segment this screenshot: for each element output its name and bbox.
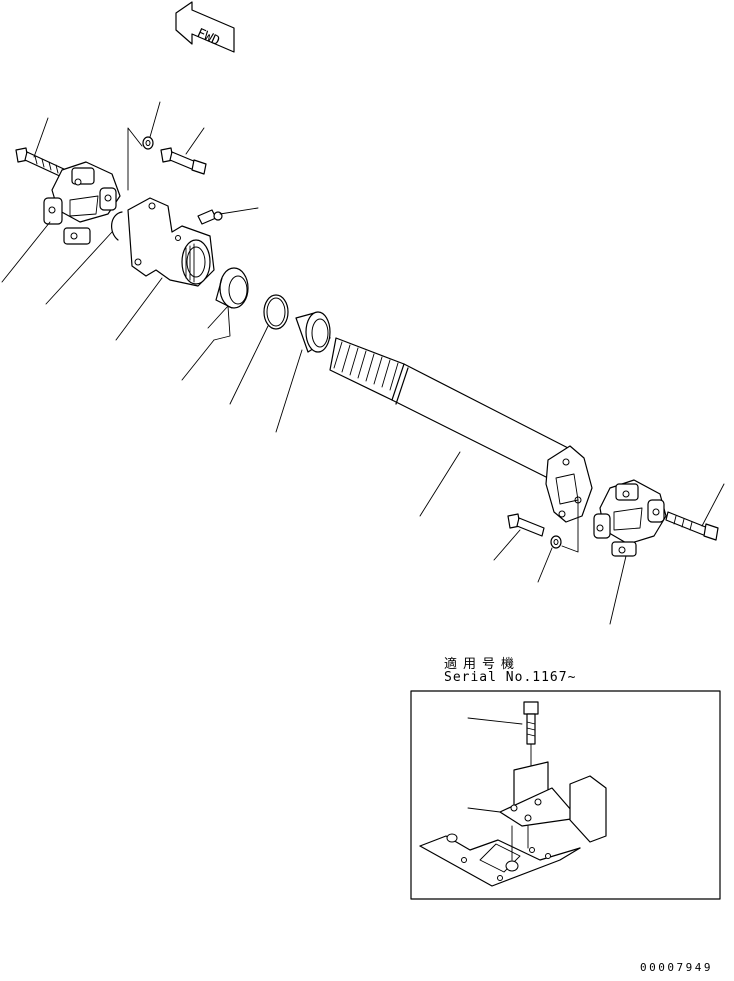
snap-ring-left [45, 211, 123, 305]
inset-bolt [467, 701, 539, 771]
bolt-right [665, 483, 725, 541]
serial-number-label: Serial No.1167~ [444, 670, 577, 685]
seal [181, 267, 249, 381]
o-ring [229, 294, 289, 405]
inset-bracket [467, 761, 607, 843]
inset-frame [419, 825, 581, 887]
bolt-lower [493, 513, 545, 561]
cross-spider-right [593, 479, 667, 625]
washer-top-left [127, 101, 161, 191]
bushing [275, 311, 331, 433]
detail-inset [410, 690, 721, 900]
drive-shaft [329, 337, 573, 517]
shaft-end-yoke [545, 445, 593, 523]
cross-spider-left [1, 161, 121, 283]
fwd-arrow-icon: FWD [175, 1, 235, 53]
bolt-upper [160, 127, 207, 175]
applicable-serial-label: 適用号機 [444, 657, 521, 672]
washer-lower [537, 499, 579, 583]
grease-fitting [197, 207, 259, 225]
slip-yoke [115, 197, 215, 341]
document-number: 00007949 [640, 961, 713, 974]
bolt-left [15, 117, 67, 179]
